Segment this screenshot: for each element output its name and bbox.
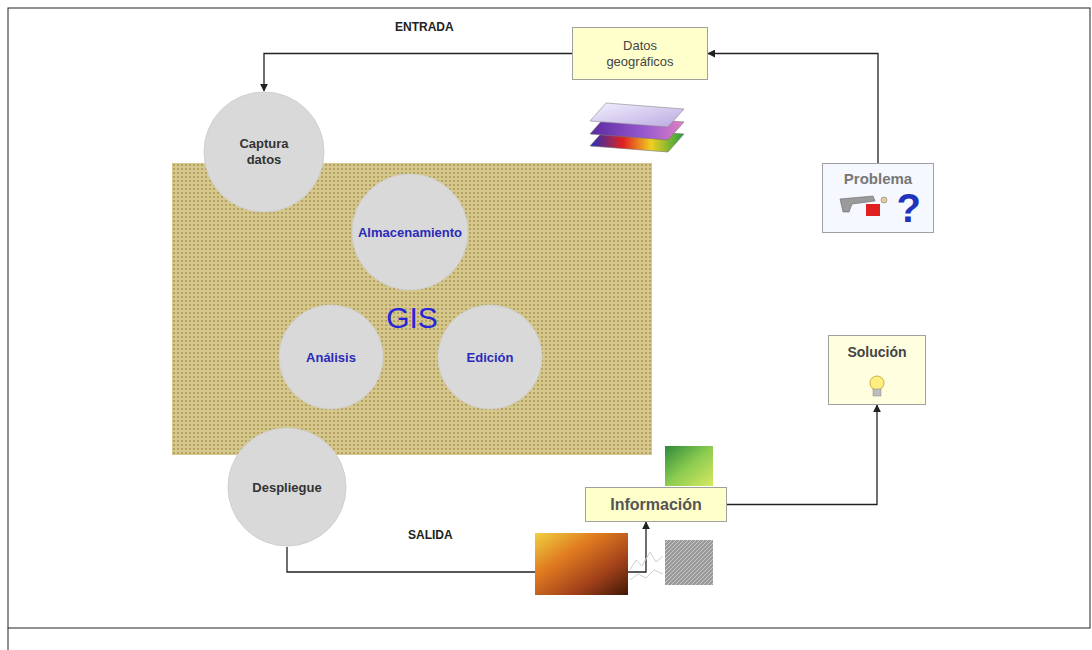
node-label: Información — [610, 496, 702, 514]
function-circle: Almacenamiento — [351, 173, 469, 291]
flow-label: SALIDA — [405, 528, 456, 542]
map-layers-icon — [590, 103, 684, 152]
frame — [8, 8, 1090, 628]
function-circle: Análisis — [278, 304, 384, 410]
data-box: Datos geográficos — [572, 27, 708, 80]
information-box: Información — [585, 487, 727, 522]
node-label: Análisis — [306, 350, 356, 365]
terrain-image — [535, 533, 628, 595]
flow-label: ENTRADA — [392, 20, 457, 34]
node-label: Edición — [467, 350, 514, 365]
function-circle: Edición — [437, 304, 543, 410]
problem-box: Problema? — [822, 163, 934, 233]
frame — [8, 628, 9, 650]
node-label: Solución — [847, 344, 906, 361]
node-label: Despliegue — [252, 480, 321, 495]
flow-arrow — [264, 54, 572, 92]
node-label: Almacenamiento — [358, 225, 462, 240]
flow-arrow — [708, 54, 878, 164]
process-circle: Despliegue — [227, 427, 347, 547]
node-label: Problema — [844, 170, 912, 188]
node-label: Datos geográficos — [590, 38, 690, 70]
terrain-image — [665, 446, 713, 486]
flow-arrow — [727, 405, 877, 505]
process-circle: Captura datos — [203, 91, 325, 213]
hillshade-image — [665, 540, 713, 585]
question-mark: ? — [897, 190, 921, 226]
node-label: GIS — [386, 302, 438, 334]
profile-chart — [630, 552, 663, 580]
node-label: Captura datos — [224, 136, 304, 168]
